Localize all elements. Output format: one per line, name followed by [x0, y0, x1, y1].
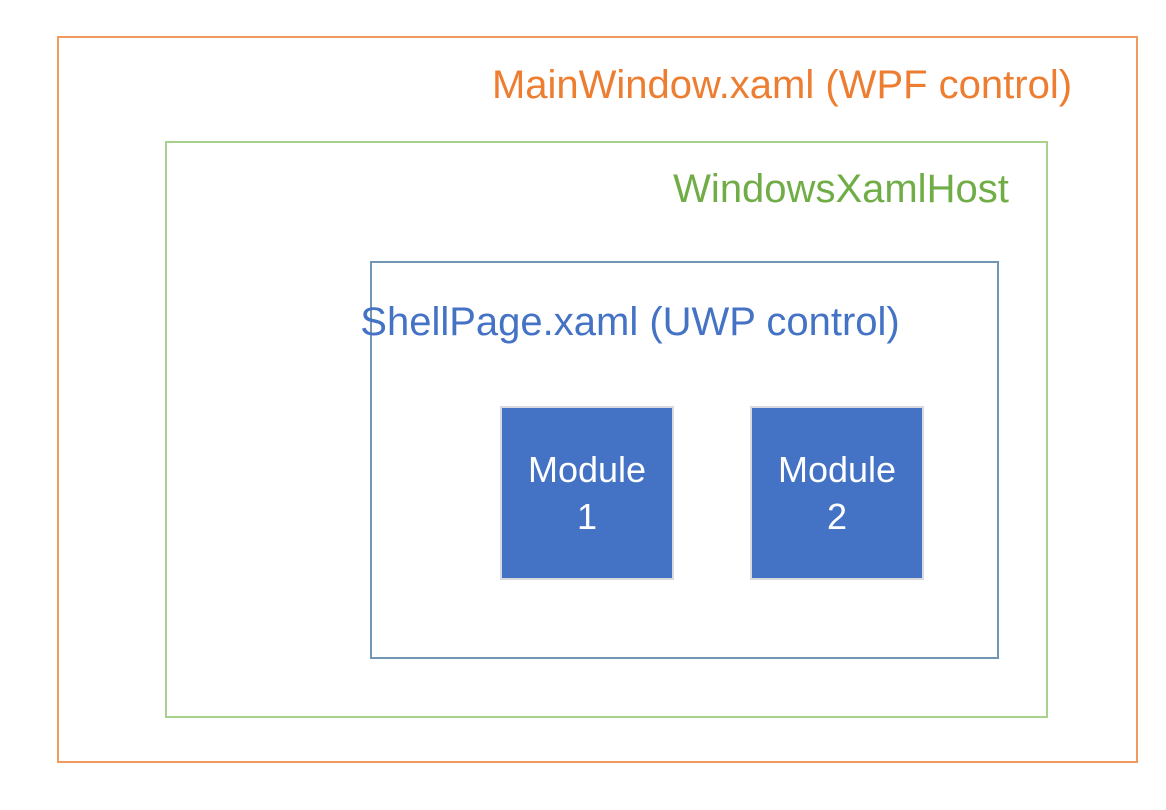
shellpage-uwp-label: ShellPage.xaml (UWP control) [360, 300, 900, 344]
shellpage-uwp-box: ShellPage.xaml (UWP control) Module 1 Mo… [360, 261, 999, 659]
module-1-box: Module 1 [500, 406, 674, 580]
module-1-label-line2: 1 [576, 496, 598, 537]
module-2-box: Module 2 [750, 406, 924, 580]
mainwindow-wpf-label: MainWindow.xaml (WPF control) [491, 63, 1073, 107]
windowsxamlhost-label: WindowsXamlHost [673, 167, 1009, 211]
module-1-label-line1: Module [527, 449, 647, 490]
windowsxamlhost-box: WindowsXamlHost ShellPage.xaml (UWP cont… [165, 141, 1048, 718]
module-2-label-line1: Module [777, 449, 897, 490]
module-2-label-line2: 2 [826, 496, 848, 537]
mainwindow-wpf-box: MainWindow.xaml (WPF control) WindowsXam… [57, 36, 1138, 763]
